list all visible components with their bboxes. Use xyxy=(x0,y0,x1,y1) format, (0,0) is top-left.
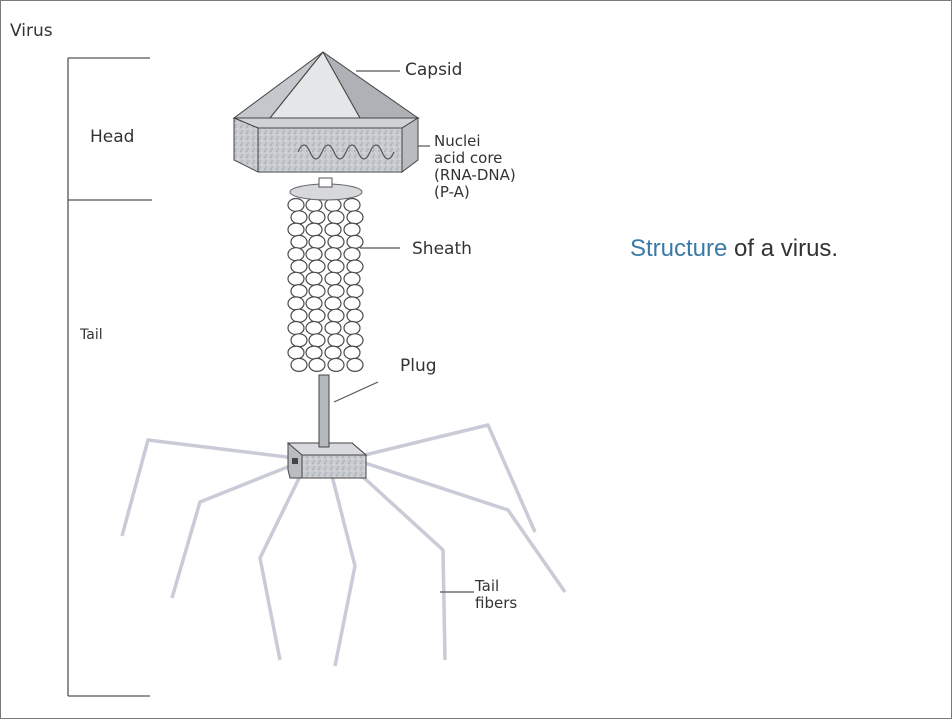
base-plate xyxy=(288,443,366,478)
tail-fibers-label-line-1: Tail xyxy=(474,577,499,595)
sheath-label: Sheath xyxy=(412,239,472,259)
sheath-ring xyxy=(309,211,325,224)
sheath-ring xyxy=(306,223,322,236)
sheath-ring xyxy=(344,272,360,285)
tail-region-label: Tail xyxy=(79,327,103,343)
sheath-ring xyxy=(344,322,360,335)
sheath-ring xyxy=(328,235,344,248)
sheath-ring xyxy=(309,358,325,371)
caption: Structure of a virus. xyxy=(630,235,838,262)
sheath-ring xyxy=(328,358,344,371)
figure-title: Virus xyxy=(10,21,53,41)
sheath-ring xyxy=(347,334,363,347)
sheath-ring xyxy=(328,260,344,273)
sheath-ring xyxy=(347,285,363,298)
sheath-ring xyxy=(344,199,360,212)
sheath-ring xyxy=(288,322,304,335)
plug-label: Plug xyxy=(400,356,437,376)
sheath-ring xyxy=(288,272,304,285)
sheath-ring xyxy=(328,285,344,298)
region-bracket xyxy=(68,58,152,696)
sheath-ring xyxy=(306,346,322,359)
sheath-ring xyxy=(288,346,304,359)
sheath-ring xyxy=(347,235,363,248)
sheath-ring xyxy=(325,322,341,335)
sheath-ring xyxy=(347,358,363,371)
sheath-ring xyxy=(325,248,341,261)
sheath-ring xyxy=(291,285,307,298)
neck xyxy=(319,178,332,187)
sheath-ring xyxy=(344,223,360,236)
sheath-ring xyxy=(347,309,363,322)
sheath-ring xyxy=(309,334,325,347)
sheath-ring xyxy=(288,199,304,212)
sheath-ring xyxy=(306,297,322,310)
nucleic-acid-label-line-4: (P-A) xyxy=(434,183,470,201)
sheath xyxy=(288,199,363,372)
sheath-ring xyxy=(291,235,307,248)
capsid-head xyxy=(234,52,418,172)
sheath-ring xyxy=(325,346,341,359)
sheath-ring xyxy=(309,285,325,298)
nucleic-acid-label-line-1: Nuclei xyxy=(434,132,481,150)
sheath-ring xyxy=(328,309,344,322)
sheath-ring xyxy=(306,248,322,261)
sheath-ring xyxy=(344,346,360,359)
sheath-ring xyxy=(291,211,307,224)
sheath-ring xyxy=(325,223,341,236)
nucleic-acid-label-line-2: acid core xyxy=(434,149,502,167)
sheath-ring xyxy=(309,260,325,273)
sheath-ring xyxy=(309,309,325,322)
capsid-label: Capsid xyxy=(405,60,462,80)
sheath-ring xyxy=(306,199,322,212)
tail-fibers-label-line-2: fibers xyxy=(475,594,517,612)
sheath-ring xyxy=(288,248,304,261)
sheath-ring xyxy=(325,297,341,310)
caption-rest: of a virus. xyxy=(727,235,838,262)
sheath-ring xyxy=(328,334,344,347)
plug-tube xyxy=(319,375,329,447)
sheath-ring xyxy=(306,272,322,285)
sheath-ring xyxy=(291,309,307,322)
sheath-ring xyxy=(344,297,360,310)
sheath-ring xyxy=(288,223,304,236)
nucleic-acid-label-line-3: (RNA-DNA) xyxy=(434,166,516,184)
sheath-ring xyxy=(291,260,307,273)
sheath-ring xyxy=(309,235,325,248)
sheath-ring xyxy=(306,322,322,335)
sheath-ring xyxy=(347,260,363,273)
sheath-ring xyxy=(288,297,304,310)
head-region-label: Head xyxy=(90,127,134,147)
sheath-ring xyxy=(325,272,341,285)
sheath-ring xyxy=(291,358,307,371)
sheath-ring xyxy=(328,211,344,224)
caption-highlight-word: Structure xyxy=(630,235,727,262)
sheath-ring xyxy=(291,334,307,347)
sheath-ring xyxy=(344,248,360,261)
sheath-ring xyxy=(347,211,363,224)
